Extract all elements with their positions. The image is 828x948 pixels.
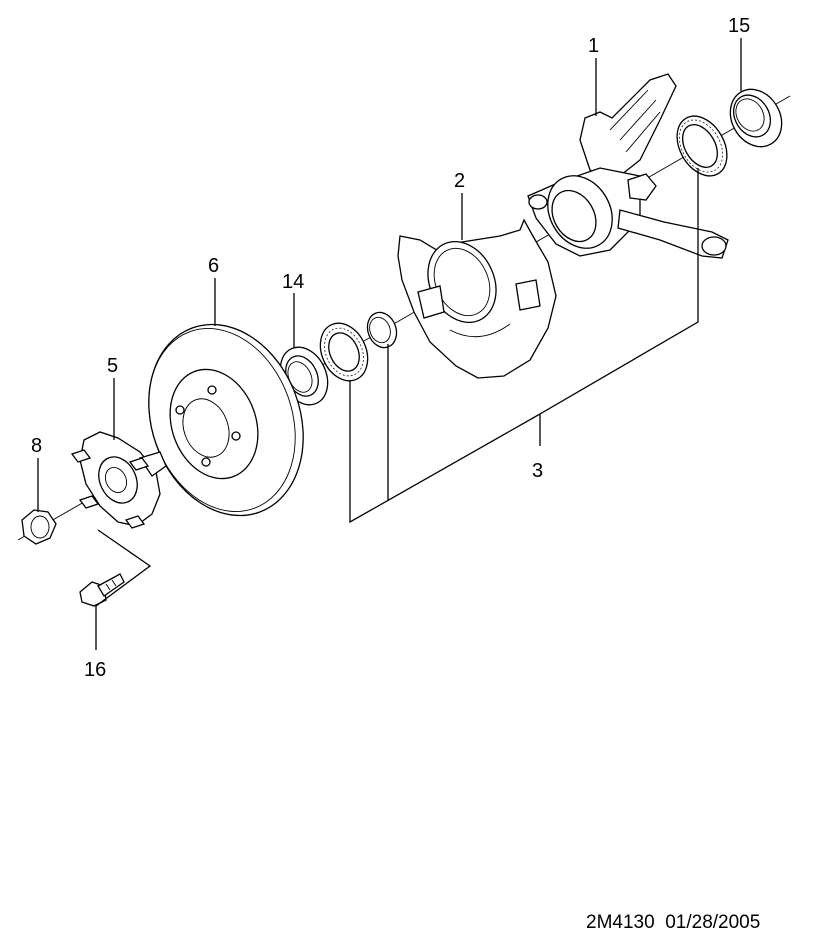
wheel-hub (70, 431, 167, 529)
label-14: 14 (282, 271, 304, 293)
steering-knuckle (527, 73, 729, 259)
brake-disc (148, 323, 304, 517)
label-3: 3 (532, 460, 543, 482)
label-6: 6 (208, 255, 219, 277)
label-5: 5 (107, 355, 118, 377)
label-8: 8 (31, 435, 42, 457)
hub-nut (21, 509, 57, 545)
label-2: 2 (454, 170, 465, 192)
wheel-bolt (79, 573, 125, 607)
bearing-spacer (366, 311, 398, 349)
label-1: 1 (588, 35, 599, 57)
label-16: 16 (84, 659, 106, 681)
leader-lines (37, 38, 742, 650)
dust-shield (397, 218, 557, 379)
diagram-caption: 2M4130 01/28/2005 (586, 912, 760, 933)
grease-seal-15 (729, 88, 783, 148)
inner-bearing (319, 322, 369, 382)
label-15: 15 (728, 15, 750, 37)
outer-bearing (676, 115, 728, 177)
part-numbers: 1 15 2 6 14 5 8 3 16 (31, 15, 750, 681)
